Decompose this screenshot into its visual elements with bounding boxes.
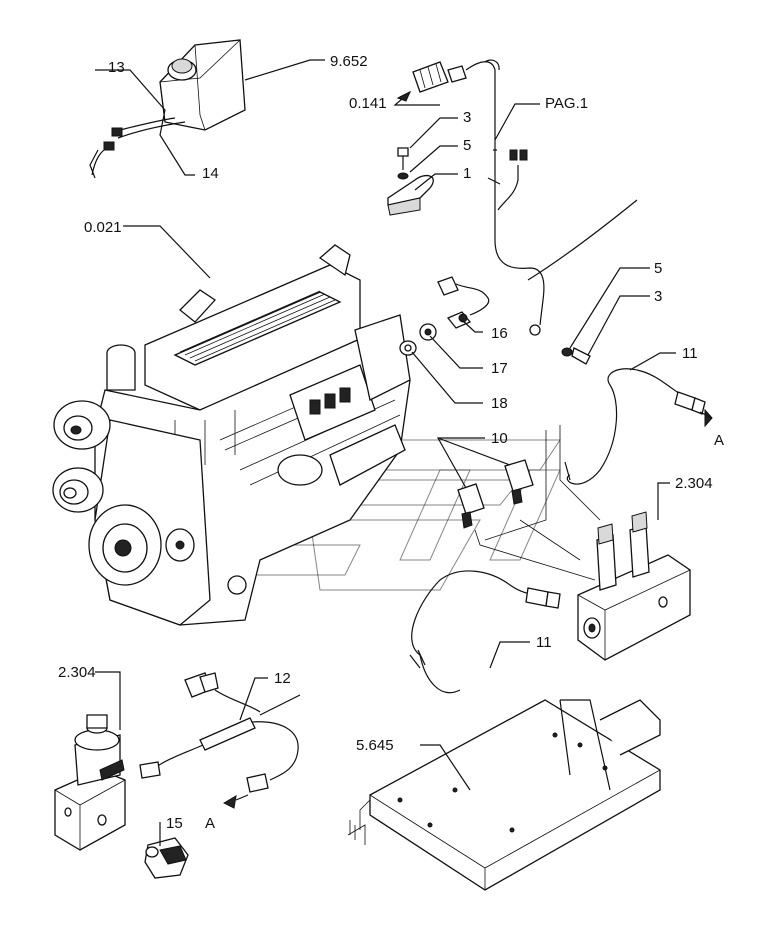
callout-13: 13	[108, 59, 125, 76]
arrow-0141	[396, 90, 412, 102]
callout-11-upper: 11	[682, 345, 698, 362]
wiring-harness-pag1	[465, 59, 638, 336]
harness-12	[139, 672, 301, 793]
callout-17: 17	[491, 360, 508, 377]
callout-16: 16	[491, 325, 508, 342]
callout-2304-left: 2.304	[58, 664, 96, 681]
callout-5-right: 5	[654, 260, 662, 277]
callout-a-lower: A	[205, 815, 215, 832]
arrow-a-lower	[222, 794, 249, 809]
callout-9652: 9.652	[330, 53, 368, 70]
callout-3-right: 3	[654, 288, 662, 305]
sealing-washer	[399, 340, 417, 356]
callout-18: 18	[491, 395, 508, 412]
pressure-switch-15	[144, 837, 189, 879]
connector-0141	[412, 61, 467, 93]
valve-block	[577, 511, 691, 661]
callout-5-upper: 5	[463, 137, 471, 154]
ground-bolt	[561, 347, 591, 365]
arrow-a-upper	[699, 408, 713, 428]
callout-1: 1	[463, 165, 471, 182]
guide-lines	[474, 425, 601, 581]
level-sensor-harness	[89, 117, 186, 179]
callout-2304-right: 2.304	[675, 475, 713, 492]
washer-upper	[397, 172, 409, 180]
callout-10: 10	[491, 430, 508, 447]
callout-15: 15	[166, 815, 183, 832]
temperature-sensor	[437, 276, 490, 329]
callout-5645: 5.645	[356, 737, 394, 754]
callout-12: 12	[274, 670, 291, 687]
bolt-upper	[397, 147, 409, 170]
cable-clamp	[387, 174, 434, 216]
callout-pag1: PAG.1	[545, 95, 588, 112]
callout-a-upper: A	[714, 432, 724, 449]
callout-14: 14	[202, 165, 219, 182]
engine	[52, 244, 411, 626]
solenoid-connectors	[457, 459, 534, 529]
coolant-reservoir	[159, 39, 246, 131]
pressure-switch	[54, 714, 126, 851]
callout-11-lower: 11	[536, 634, 552, 651]
callout-0141: 0.141	[349, 95, 387, 112]
adapter-fitting	[419, 323, 437, 341]
callout-3-upper: 3	[463, 109, 471, 126]
callout-0021: 0.021	[84, 219, 122, 236]
mounting-plate	[347, 699, 661, 891]
cable-11-lower	[409, 570, 561, 694]
cable-11-upper	[564, 368, 706, 485]
